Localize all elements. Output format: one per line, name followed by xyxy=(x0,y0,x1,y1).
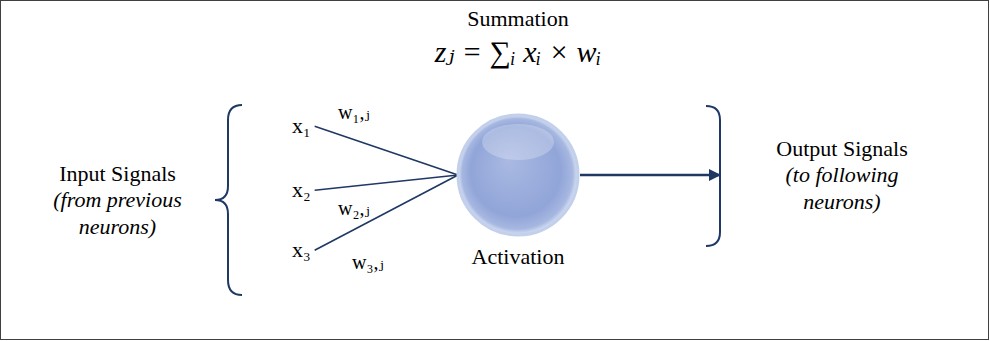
summation-label: Summation xyxy=(418,6,618,32)
input-signal: x₃ xyxy=(292,237,311,263)
input-bracket xyxy=(215,105,242,295)
group-note: (to following neurons) xyxy=(762,162,922,215)
activation-label: Activation xyxy=(418,244,618,270)
group-heading: Output Signals xyxy=(762,136,922,162)
group-heading: Input Signals xyxy=(30,161,205,187)
input-group: Input Signals(from previous neurons) xyxy=(30,161,205,240)
weight-line xyxy=(315,126,458,175)
input-signal: x₁ xyxy=(292,113,311,139)
weight-label: w₁,ⱼ xyxy=(338,100,370,124)
input-name: x₁ xyxy=(292,113,311,139)
neuron: Summationzⱼ = ∑ᵢ xᵢ × wᵢ Activation xyxy=(418,4,618,294)
output-arrow xyxy=(580,174,721,177)
group-note: (from previous neurons) xyxy=(30,187,205,240)
formula: zⱼ = ∑ᵢ xᵢ × wᵢ xyxy=(418,34,618,70)
weight-line xyxy=(315,175,458,190)
output-group: Output Signals(to following neurons) xyxy=(722,136,922,215)
input-name: x₂ xyxy=(292,177,311,203)
weight-label: w₃,ⱼ xyxy=(352,250,384,274)
weight-line xyxy=(315,175,458,250)
weight-label: w₂,ⱼ xyxy=(338,196,370,220)
input-signal: x₂ xyxy=(292,177,311,203)
neuron-body xyxy=(458,115,578,235)
neuron-highlight xyxy=(482,124,554,160)
neuron-circle xyxy=(455,112,581,238)
input-name: x₃ xyxy=(292,237,311,263)
